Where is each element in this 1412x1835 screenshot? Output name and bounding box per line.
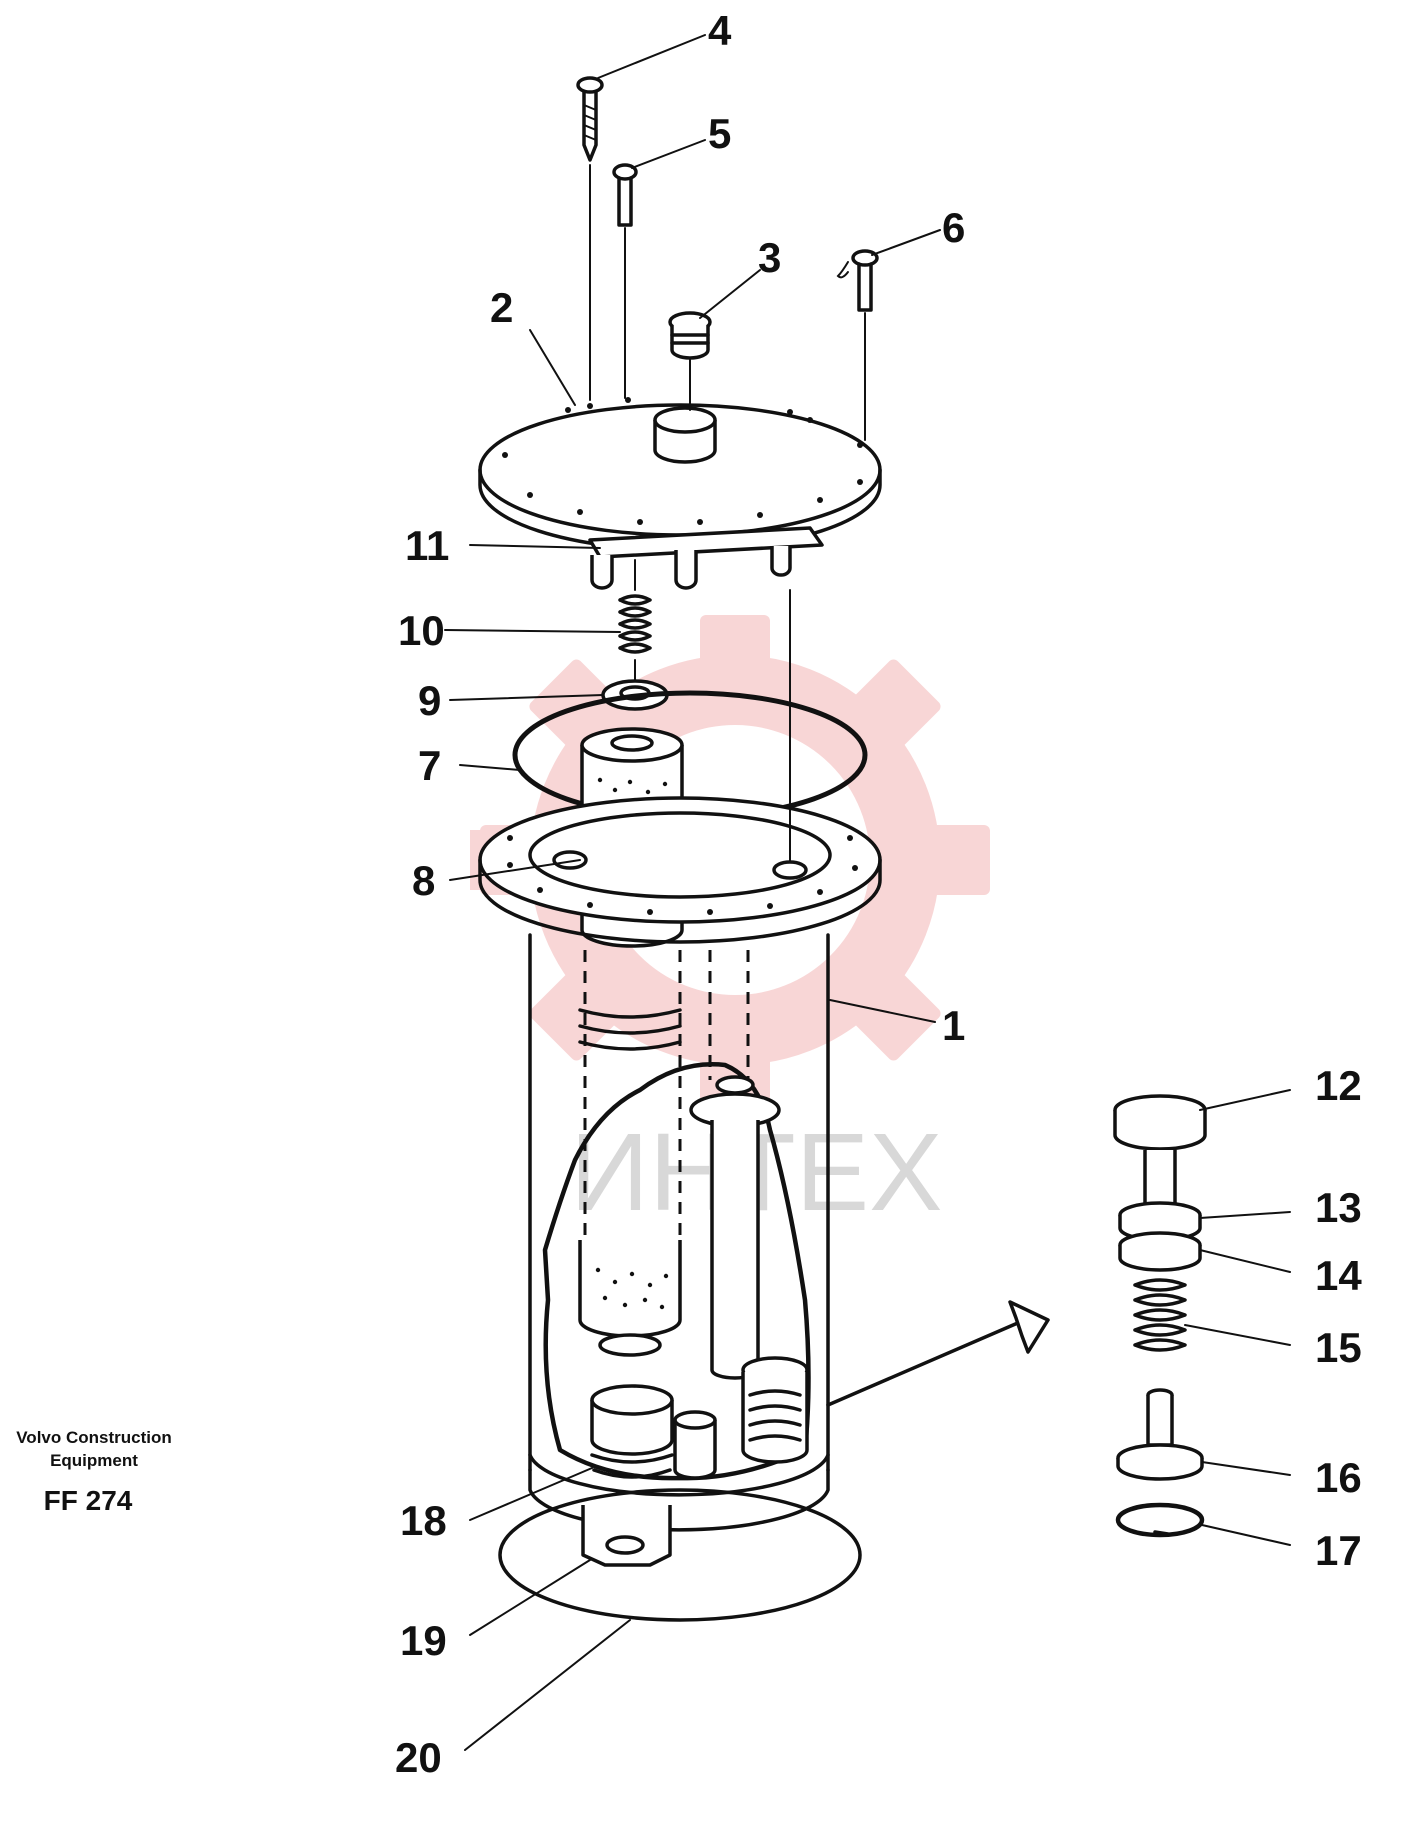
- callout-19: 19: [400, 1617, 447, 1664]
- callout-12: 12: [1315, 1062, 1362, 1109]
- figure-code: FF 274: [44, 1485, 133, 1516]
- callout-2: 2: [490, 284, 513, 331]
- callout-17: 17: [1315, 1527, 1362, 1574]
- callout-15: 15: [1315, 1324, 1362, 1371]
- callout-20: 20: [395, 1734, 442, 1781]
- callout-4: 4: [708, 7, 732, 54]
- callout-14: 14: [1315, 1252, 1362, 1299]
- callout-3: 3: [758, 234, 781, 281]
- callout-13: 13: [1315, 1184, 1362, 1231]
- callout-5: 5: [708, 110, 731, 157]
- callout-1: 1: [942, 1002, 965, 1049]
- leader-lines: [444, 34, 1291, 1751]
- caption-line-2: Equipment: [50, 1451, 138, 1470]
- callout-7: 7: [418, 742, 441, 789]
- callout-9: 9: [418, 677, 441, 724]
- callout-18: 18: [400, 1497, 447, 1544]
- callout-10: 10: [398, 607, 445, 654]
- drawing-caption: Volvo Construction Equipment FF 274: [16, 1428, 172, 1516]
- callout-11: 11: [405, 522, 449, 569]
- callout-8: 8: [412, 857, 435, 904]
- callout-6: 6: [942, 204, 965, 251]
- relief-valve-exploded: [1113, 1094, 1207, 1538]
- callout-labels: 4 5 6 3 2 11 10 9 7 8 1 12 13 14 15 16 1…: [395, 7, 1362, 1781]
- caption-line-1: Volvo Construction: [16, 1428, 172, 1447]
- filter-housing-drawing: [478, 76, 1050, 1622]
- housing-cylinder: [528, 933, 830, 1472]
- callout-16: 16: [1315, 1454, 1362, 1501]
